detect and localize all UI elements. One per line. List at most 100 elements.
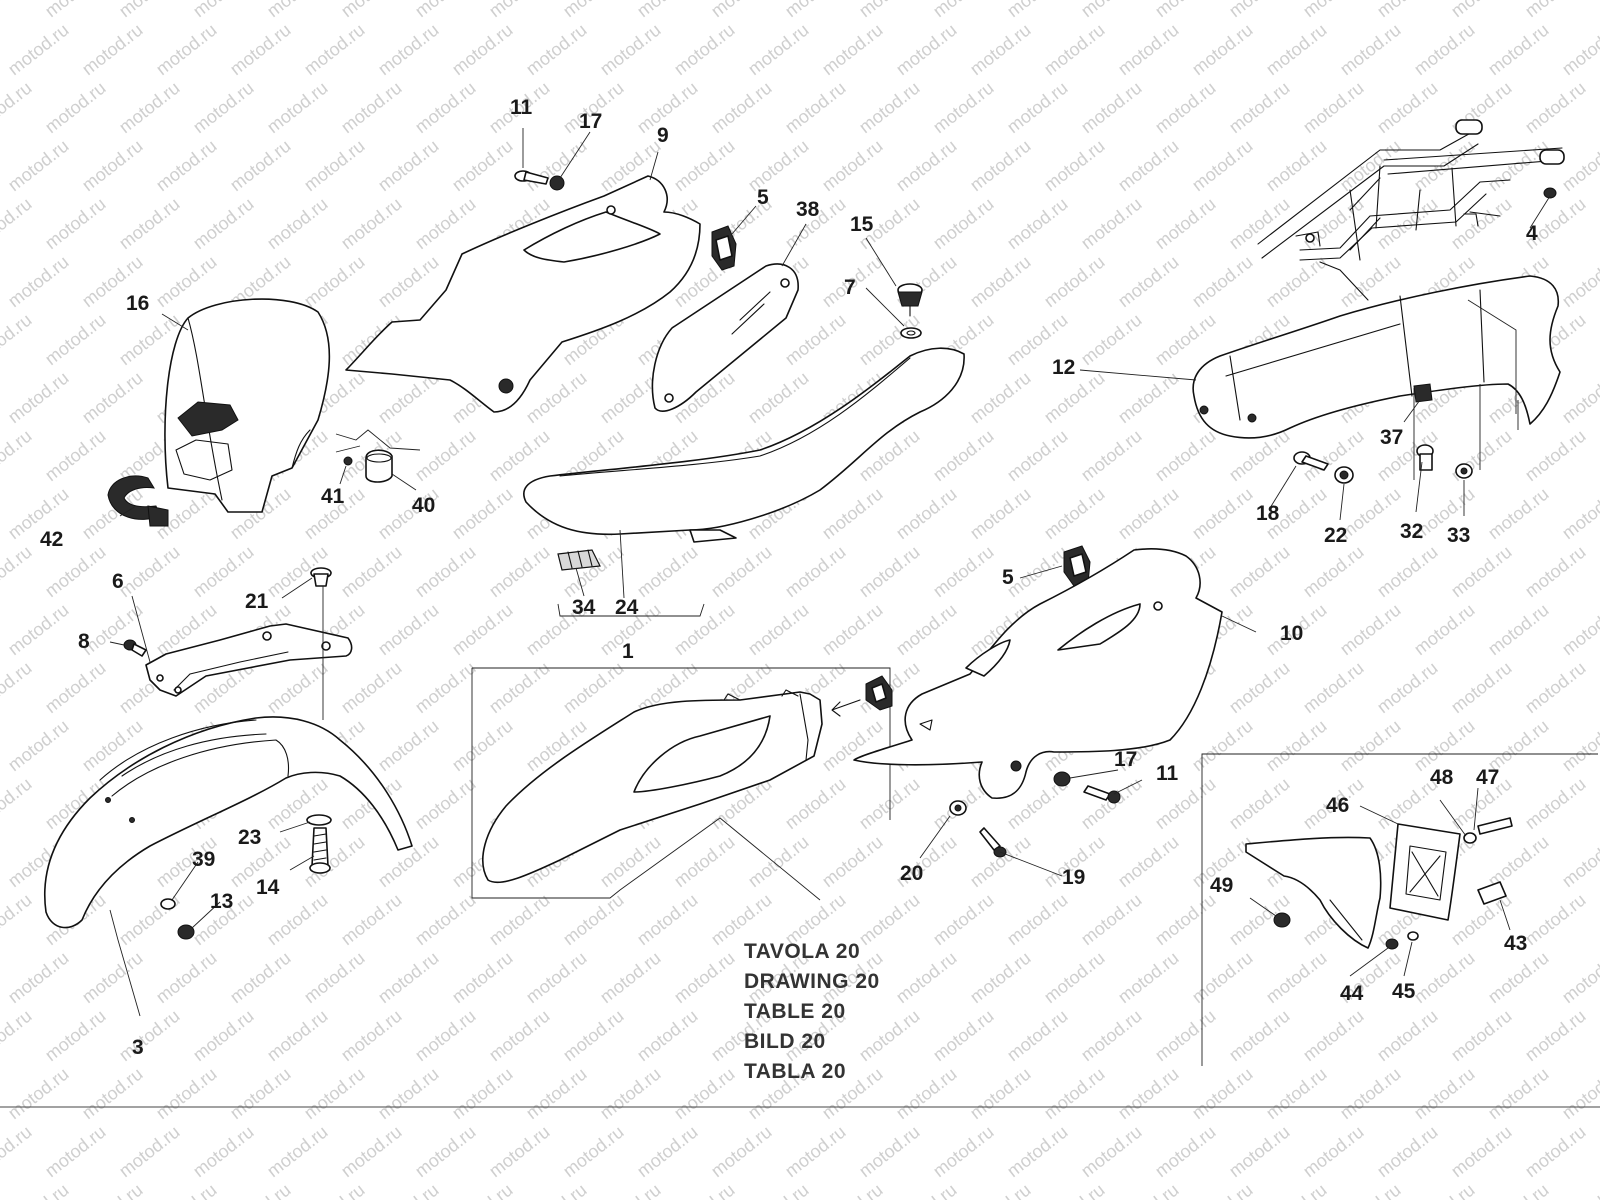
callout-5b: 5 [1002, 566, 1014, 589]
watermark-text: motod.ru [559, 1006, 627, 1066]
watermark-text: motod.ru [1558, 948, 1600, 1008]
watermark-text: motod.ru [1336, 1064, 1404, 1124]
watermark-text: motod.ru [300, 1180, 368, 1200]
watermark-text: motod.ru [263, 1006, 331, 1066]
callout-24: 24 [615, 596, 639, 619]
watermark-text: motod.ru [966, 1064, 1034, 1124]
watermark-text: motod.ru [522, 948, 590, 1008]
watermark-text: motod.ru [1410, 600, 1478, 660]
callout-37: 37 [1380, 426, 1403, 449]
watermark-text: motod.ru [1188, 252, 1256, 312]
watermark-text: motod.ru [448, 948, 516, 1008]
watermark-text: motod.ru [1114, 948, 1182, 1008]
watermark-text: motod.ru [1114, 832, 1182, 892]
watermark-text: motod.ru [226, 948, 294, 1008]
watermark-text: motod.ru [1595, 426, 1600, 486]
watermark-text: motod.ru [818, 832, 886, 892]
watermark-text: motod.ru [1188, 1180, 1256, 1200]
watermark-text: motod.ru [559, 658, 627, 718]
watermark-text: motod.ru [1040, 20, 1108, 80]
watermark-text: motod.ru [4, 948, 72, 1008]
watermark-text: motod.ru [1336, 600, 1404, 660]
watermark-text: motod.ru [855, 1122, 923, 1182]
watermark-text: motod.ru [1484, 1180, 1552, 1200]
watermark-text: motod.ru [1225, 774, 1293, 834]
watermark-text: motod.ru [1521, 542, 1589, 602]
watermark-text: motod.ru [337, 78, 405, 138]
callout-16: 16 [126, 292, 149, 315]
watermark-text: motod.ru [1040, 948, 1108, 1008]
callout-22: 22 [1324, 524, 1347, 547]
watermark-text: motod.ru [1558, 1180, 1600, 1200]
watermark-text: motod.ru [4, 252, 72, 312]
watermark-text: motod.ru [855, 890, 923, 950]
watermark-text: motod.ru [781, 0, 849, 21]
watermark-text: motod.ru [115, 542, 183, 602]
watermark-text: motod.ru [1188, 716, 1256, 776]
watermark-text: motod.ru [41, 310, 109, 370]
watermark-text: motod.ru [1003, 78, 1071, 138]
watermark-text: motod.ru [1373, 658, 1441, 718]
watermark-text: motod.ru [670, 136, 738, 196]
watermark-text: motod.ru [1040, 136, 1108, 196]
callout-5: 5 [757, 186, 769, 209]
watermark-text: motod.ru [1114, 20, 1182, 80]
watermark-text: motod.ru [1410, 948, 1478, 1008]
watermark-text: motod.ru [115, 194, 183, 254]
watermark-text: motod.ru [966, 20, 1034, 80]
callout-4: 4 [1526, 222, 1538, 245]
clamp-part [335, 429, 421, 483]
watermark-text: motod.ru [818, 20, 886, 80]
watermark-text: motod.ru [1040, 1064, 1108, 1124]
watermark-text: motod.ru [448, 716, 516, 776]
watermark-text: motod.ru [1336, 716, 1404, 776]
watermark-text: motod.ru [300, 252, 368, 312]
watermark-text: motod.ru [1188, 1064, 1256, 1124]
watermark-text: motod.ru [448, 484, 516, 544]
watermark-text: motod.ru [1299, 542, 1367, 602]
reference-line-2: DRAWING 20 [744, 970, 880, 993]
callout-32: 32 [1400, 520, 1423, 543]
watermark-text: motod.ru [485, 1006, 553, 1066]
screw-11-part [514, 170, 565, 191]
watermark-text: motod.ru [1558, 368, 1600, 428]
watermark-text: motod.ru [374, 600, 442, 660]
watermark-text: motod.ru [411, 194, 479, 254]
watermark-text: motod.ru [1151, 310, 1219, 370]
watermark-text: motod.ru [337, 0, 405, 21]
watermark-text: motod.ru [1151, 1006, 1219, 1066]
watermark-text: motod.ru [892, 1180, 960, 1200]
reference-line-1: TAVOLA 20 [744, 940, 860, 963]
callout-18: 18 [1256, 502, 1280, 525]
callout-33: 33 [1447, 524, 1470, 547]
watermark-text: motod.ru [1077, 310, 1145, 370]
left-side-cover-part [345, 175, 701, 413]
clip-nut-part [711, 225, 737, 271]
watermark-text: motod.ru [1077, 426, 1145, 486]
watermark-text: motod.ru [1188, 136, 1256, 196]
callout-17: 17 [579, 110, 602, 133]
watermark-text: motod.ru [855, 774, 923, 834]
watermark-text: motod.ru [263, 0, 331, 21]
screw-8-part [123, 639, 147, 657]
watermark-text: motod.ru [152, 1180, 220, 1200]
watermark-text: motod.ru [559, 1122, 627, 1182]
watermark-text: motod.ru [374, 20, 442, 80]
callout-44: 44 [1340, 982, 1364, 1005]
watermark-text: motod.ru [892, 20, 960, 80]
watermark-text: motod.ru [596, 1064, 664, 1124]
watermark-text: motod.ru [1077, 1122, 1145, 1182]
watermark-text: motod.ru [226, 1064, 294, 1124]
watermark-text: motod.ru [0, 1006, 35, 1066]
watermark-text: motod.ru [411, 78, 479, 138]
watermark-text: motod.ru [485, 658, 553, 718]
reference-line-3: TABLE 20 [744, 1000, 846, 1023]
watermark-text: motod.ru [744, 368, 812, 428]
watermark-text: motod.ru [1595, 0, 1600, 21]
watermark-text: motod.ru [929, 542, 997, 602]
watermark-text: motod.ru [115, 1122, 183, 1182]
watermark-text: motod.ru [189, 78, 257, 138]
watermark-text: motod.ru [448, 1064, 516, 1124]
callout-34: 34 [572, 596, 596, 619]
watermark-text: motod.ru [1595, 1006, 1600, 1066]
